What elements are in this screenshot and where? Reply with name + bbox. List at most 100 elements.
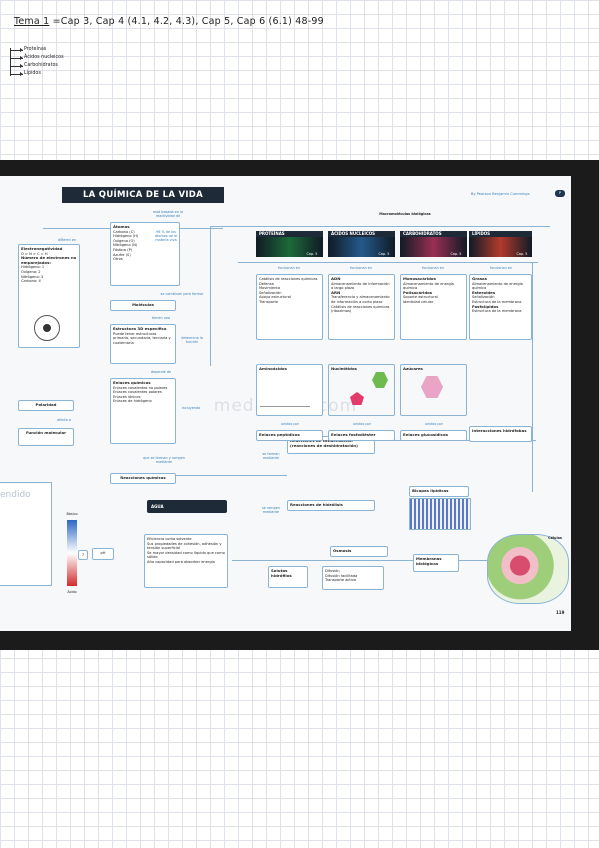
bond-item: Enlaces covalentes no polares (113, 385, 168, 390)
macro-heading: Macromoléculas biológicas (379, 212, 431, 216)
label-functions: funcionan en (421, 266, 445, 270)
lipid-item: Esteroides (472, 289, 496, 295)
atoms-box: Átomos Carbono (C) Hidrógeno (H) Oxígeno… (110, 222, 180, 286)
protein-function-item: Catálisis de reacciones químicas (259, 277, 318, 281)
label-determines: determina la función (181, 336, 203, 344)
connector-line (532, 262, 533, 492)
proteins-functions-box: Catálisis de reacciones químicas Defensa… (256, 274, 323, 340)
tab-chapter: Cap. 5 (516, 252, 528, 256)
lipid-item: Señalización (472, 295, 495, 300)
monomer-title: Aminoácidos (259, 366, 287, 371)
nucleic-functions-box: ADN Almacenamiento de información a larg… (328, 274, 395, 340)
carbohydrate-image (400, 237, 467, 257)
bilayers-title: Bicapas lipídicas (412, 488, 449, 493)
electro-item: Oxígeno: 2 (21, 269, 41, 274)
bond-type: Enlaces fosfodiéster (331, 432, 376, 437)
protein-function-item: Movimiento (259, 286, 281, 291)
page-title: LA QUÍMICA DE LA VIDA (62, 187, 224, 203)
chemical-bonds-box: Enlaces químicos Enlaces covalentes no p… (110, 378, 176, 444)
monomer-title: Nucleótidos (331, 366, 357, 371)
protein-function-item: Transporte (259, 299, 279, 304)
label-includes: incluyendo (181, 406, 201, 410)
tab-chapter: Cap. 5 (378, 252, 390, 256)
bond-type: Interacciones hidrófobas (472, 428, 527, 433)
topic-item: Proteínas (8, 46, 64, 54)
label-joined: unidos por (425, 422, 443, 426)
water-properties-box: Eficiencia como solvente Sus propiedades… (144, 534, 228, 588)
diffusion-item: Difusión (325, 569, 340, 573)
lipid-item: Fosfolípidos (472, 303, 499, 309)
tab-lipids: LÍPIDOS (469, 231, 532, 237)
nucleotides-box: Nucleótidos (328, 364, 395, 416)
diffusion-box: Difusión Difusión facilitada Transporte … (322, 566, 384, 590)
label-built: se forman mediante (262, 452, 280, 460)
water-item: Eficiencia como solvente (147, 537, 192, 541)
reactions-box: Reacciones químicas (110, 473, 176, 484)
bond-item: Enlaces iónicos (113, 394, 141, 399)
lipid-item: Estructura de la membrana (472, 299, 522, 304)
peptide-bonds-box: Enlaces peptídicos (256, 430, 323, 441)
topic-connector (10, 48, 11, 76)
bond-item: Enlaces de hidrógeno (113, 399, 152, 404)
nucleic-item: Transferencia y almacenamiento de inform… (331, 295, 390, 304)
atom-diagram (34, 315, 60, 341)
label-joined: unidos por (281, 422, 299, 426)
structure-title: Estructura 3D específica (113, 326, 167, 331)
label-have: tienen una (151, 316, 171, 320)
atom-item: Otros (113, 257, 123, 262)
diffusion-item: Transporte activo (325, 578, 357, 583)
connector-line (210, 226, 211, 366)
reactions-title: Reacciones químicas (120, 475, 166, 480)
carb-item: Monosacáridos (403, 276, 436, 281)
solutes-title: Solutos hidrófilos (271, 568, 292, 578)
hydrolysis-box: Reacciones de hidrólisis (287, 500, 375, 511)
tab-chapter: Cap. 5 (450, 252, 462, 256)
cells-label: Células (548, 536, 562, 540)
bond-item: Enlaces covalentes polares (113, 390, 162, 395)
notes-header-topic: Tema 1 (14, 16, 50, 27)
label-combine: se combinan para formar (160, 292, 204, 296)
tab-proteins: PROTEÍNAS (256, 231, 323, 237)
osmosis-title: Ósmosis (333, 548, 352, 553)
atom-nucleus (43, 324, 51, 332)
label-form: que se forman y rompen mediante (143, 456, 185, 464)
nucleic-item: Almacenamiento de información a largo pl… (331, 281, 390, 291)
label-differ: difieren en (57, 238, 77, 242)
carb-item: Identidad celular (403, 299, 434, 304)
ph-basic-label: Básico (66, 512, 78, 516)
label-broken: se rompen mediante (261, 506, 280, 514)
electro-order: O > N > C = H (21, 251, 48, 256)
label-functions: funcionan en (349, 266, 373, 270)
topic-list: Proteínas Ácidos nucleicos Carbohidratos… (8, 46, 64, 78)
connector-line (147, 475, 287, 476)
electro-title: Electronegatividad (21, 246, 63, 251)
notes-header: Tema 1 =Cap 3, Cap 4 (4.1, 4.2, 4.3), Ca… (14, 16, 324, 27)
publisher-icon: P (555, 190, 565, 197)
membranes-title: Membranas biológicas (416, 556, 442, 566)
carb-item: Almacenamiento de energía química (403, 281, 454, 291)
amino-acid-structure (260, 374, 310, 407)
molecular-function-box: Función molecular (18, 428, 74, 446)
water-box: AGUA (147, 500, 227, 513)
nucleic-image (328, 237, 395, 257)
polarity-box: Polaridad (18, 400, 74, 411)
bond-type: Enlaces peptídicos (259, 432, 300, 437)
ph-scale (67, 520, 77, 586)
atom-item: Nitrógeno (N) (113, 243, 138, 248)
hydrolysis-title: Reacciones de hidrólisis (290, 502, 343, 507)
atoms-note: 96 % de los átomos de la materia viva (154, 230, 178, 242)
protein-function-item: Apoyo estructural (259, 295, 291, 300)
nucleotide-base-shape (372, 372, 388, 388)
lipid-bilayer-image (409, 498, 471, 530)
topic-item: Carbohidratos (8, 62, 64, 70)
side-panel (0, 482, 52, 586)
tab-chapter: Cap. 5 (306, 252, 318, 256)
membranes-box: Membranas biológicas (413, 554, 459, 572)
protein-function-item: Defensa (259, 281, 274, 286)
lipid-item: Almacenamiento de energía química (472, 281, 523, 291)
lipid-item: Estructura de la membrana (472, 309, 522, 314)
molecular-function-title: Función molecular (25, 430, 67, 435)
label-functions: funcionan en (489, 266, 513, 270)
label-based-on: está basada en la reactividad de (152, 210, 184, 218)
water-item: Sus propiedades de cohesión, adhesión y … (147, 541, 222, 551)
